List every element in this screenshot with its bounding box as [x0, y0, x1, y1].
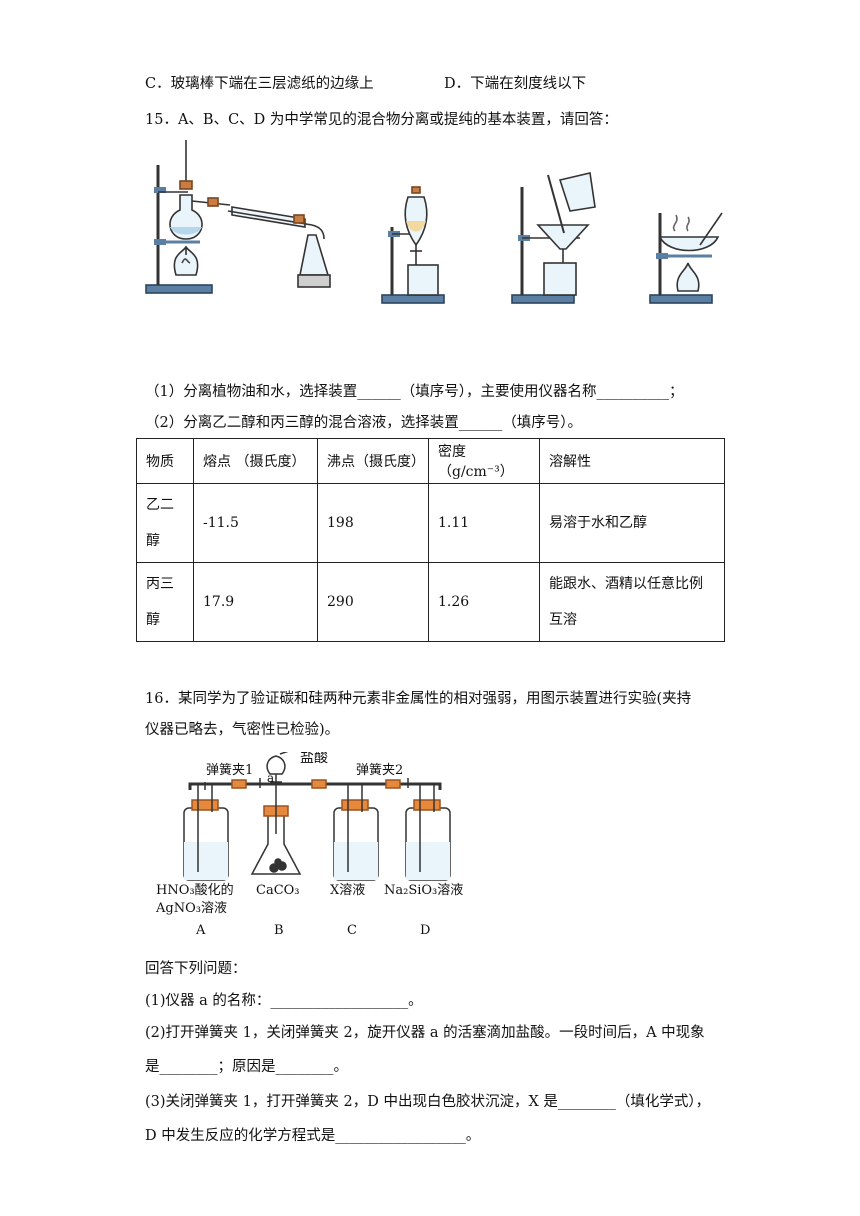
q15-sub2: （2）分离乙二醇和丙三醇的混合溶液，选择装置______（填序号）。	[145, 415, 582, 431]
table-header-row: 物质 熔点 （摄氏度） 沸点（摄氏度） 密度（g/cm⁻³） 溶解性	[136, 438, 725, 484]
sol-a-line2: AgNO₃溶液	[155, 901, 227, 916]
q16-stem-line1: 16．某同学为了验证碳和硅两种元素非金属性的相对强弱，用图示装置进行实验(夹持	[145, 691, 692, 707]
properties-table: 物质 熔点 （摄氏度） 沸点（摄氏度） 密度（g/cm⁻³） 溶解性 乙二醇 -…	[136, 438, 725, 642]
label-a: A	[195, 923, 206, 938]
q16-q2-line1: (2)打开弹簧夹 1，关闭弹簧夹 2，旋开仪器 a 的活塞滴加盐酸。一段时间后，…	[145, 1025, 705, 1041]
q15-stem: 15．A、B、C、D 为中学常见的混合物分离或提纯的基本装置，请回答：	[145, 112, 618, 128]
apparatus-a-distillation	[145, 140, 331, 294]
cell-mp: -11.5	[193, 483, 318, 563]
apparatus-c-filtration	[511, 172, 596, 304]
cell-name: 乙二醇	[136, 483, 194, 563]
hcl-label: 盐酸	[300, 752, 328, 766]
clip1-label: 弹簧夹1	[206, 762, 253, 778]
q15-apparatus-figure: A B C D	[145, 140, 723, 304]
label-c: C	[347, 923, 357, 938]
label-b: B	[274, 923, 284, 938]
sol-d: Na₂SiO₃溶液	[384, 883, 463, 898]
q15-sub1: （1）分离植物油和水，选择装置______（填序号），主要使用仪器名称_____…	[145, 384, 684, 400]
sol-c: X溶液	[330, 883, 365, 898]
header-cell: 溶解性	[539, 438, 725, 484]
option-d: D．下端在刻度线以下	[444, 76, 587, 92]
header-cell: 沸点（摄氏度）	[317, 438, 429, 484]
clip2-label: 弹簧夹2	[356, 762, 403, 778]
cell-bp: 198	[317, 483, 429, 563]
cell-mp: 17.9	[193, 562, 318, 642]
option-c: C．玻璃棒下端在三层滤纸的边缘上	[145, 76, 374, 92]
q16-q1: (1)仪器 a 的名称：___________________。	[145, 993, 423, 1009]
q16-q2-line2: 是________；原因是________。	[145, 1059, 348, 1075]
label-d: D	[420, 923, 430, 938]
q16-q3-line2: D 中发生反应的化学方程式是__________________。	[145, 1128, 481, 1144]
header-cell: 熔点 （摄氏度）	[193, 438, 318, 484]
cell-density: 1.11	[428, 483, 540, 563]
sol-a-line1: HNO₃酸化的	[156, 882, 234, 898]
cell-solubility: 易溶于水和乙醇	[539, 483, 725, 563]
header-cell: 物质	[136, 438, 194, 484]
cell-solubility: 能跟水、酒精以任意比例互溶	[539, 562, 725, 642]
q16-q3-line1: (3)关闭弹簧夹 1，打开弹簧夹 2，D 中出现白色胶状沉淀，X 是______…	[145, 1094, 711, 1110]
apparatus-d-evaporation	[649, 212, 723, 304]
table-row: 丙三醇 17.9 290 1.26 能跟水、酒精以任意比例互溶	[136, 562, 725, 642]
table-row: 乙二醇 -11.5 198 1.11 易溶于水和乙醇	[136, 483, 725, 563]
apparatus-b-separatory-funnel	[381, 186, 445, 304]
sol-b: CaCO₃	[256, 883, 300, 898]
header-cell: 密度（g/cm⁻³）	[428, 438, 540, 484]
q16-apparatus-figure: 盐酸 弹簧夹1 弹簧夹2 a HNO₃酸化的 AgNO₃溶液 CaCO₃ X溶液…	[155, 752, 463, 938]
cell-density: 1.26	[428, 562, 540, 642]
cell-name: 丙三醇	[136, 562, 194, 642]
q16-prompt: 回答下列问题：	[145, 961, 247, 977]
cell-bp: 290	[317, 562, 429, 642]
q16-stem-line2: 仪器已略去，气密性已检验)。	[145, 722, 340, 738]
a-label: a	[267, 771, 274, 785]
